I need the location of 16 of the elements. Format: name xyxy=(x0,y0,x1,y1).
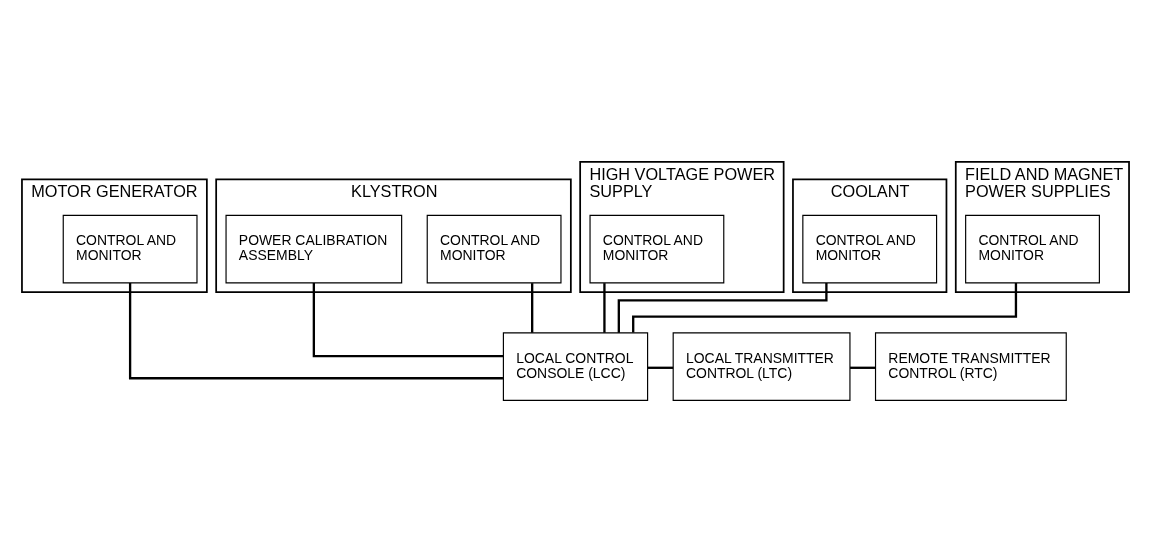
connector xyxy=(850,366,876,369)
node-box: CONTROL AND MONITOR xyxy=(965,214,1100,283)
connector xyxy=(128,282,503,379)
node-box: CONTROL AND MONITOR xyxy=(589,214,725,283)
node-box: CONTROL AND MONITOR xyxy=(62,214,198,283)
node-box: REMOTE TRANSMITTER CONTROL (RTC) xyxy=(874,331,1067,401)
connector xyxy=(647,366,674,369)
connector xyxy=(312,282,504,357)
node-box: POWER CALIBRATION ASSEMBLY xyxy=(225,214,403,283)
node-box: CONTROL AND MONITOR xyxy=(426,214,562,283)
connector xyxy=(632,282,1018,332)
connector xyxy=(603,282,606,333)
node-box: LOCAL TRANSMITTER CONTROL (LTC) xyxy=(672,331,851,401)
connector xyxy=(531,282,534,333)
node-box: LOCAL CONTROL CONSOLE (LCC) xyxy=(502,331,649,401)
node-box: CONTROL AND MONITOR xyxy=(802,214,938,283)
